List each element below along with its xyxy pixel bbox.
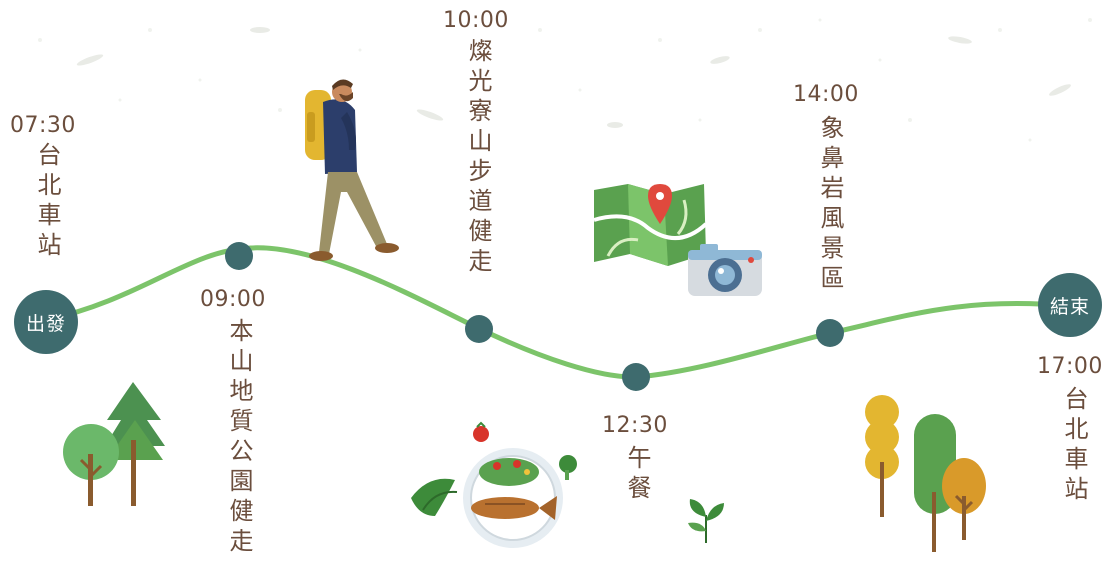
end-node: 結束 <box>1038 273 1102 337</box>
stop-node-1000 <box>465 315 493 343</box>
time-0900: 09:00 <box>200 287 266 312</box>
time-1400: 14:00 <box>793 82 859 107</box>
stop-node-0900 <box>225 242 253 270</box>
place-taipei-end: 台北車站 <box>1060 386 1088 506</box>
herb-sprig-icon <box>688 499 724 543</box>
hiker-illustration <box>305 79 399 261</box>
place-lunch: 午餐 <box>623 445 651 505</box>
lunch-plate-illustration <box>411 421 577 548</box>
left-trees-illustration <box>63 382 165 506</box>
stop-node-1400 <box>816 319 844 347</box>
place-taipei-start: 台北車站 <box>33 142 61 262</box>
place-benshan-geopark: 本山地質公園健走 <box>225 318 253 558</box>
place-elephant-trunk-rock: 象鼻岩風景區 <box>816 115 844 295</box>
time-1700: 17:00 <box>1037 354 1103 379</box>
start-node: 出發 <box>14 290 78 354</box>
stop-node-1230 <box>622 363 650 391</box>
right-trees-illustration <box>865 395 986 552</box>
time-0730: 07:30 <box>10 113 76 138</box>
map-camera-illustration <box>593 184 762 296</box>
place-canguangliao-trail: 燦光寮山步道健走 <box>464 38 492 278</box>
time-1230: 12:30 <box>602 413 668 438</box>
time-1000: 10:00 <box>443 8 509 33</box>
